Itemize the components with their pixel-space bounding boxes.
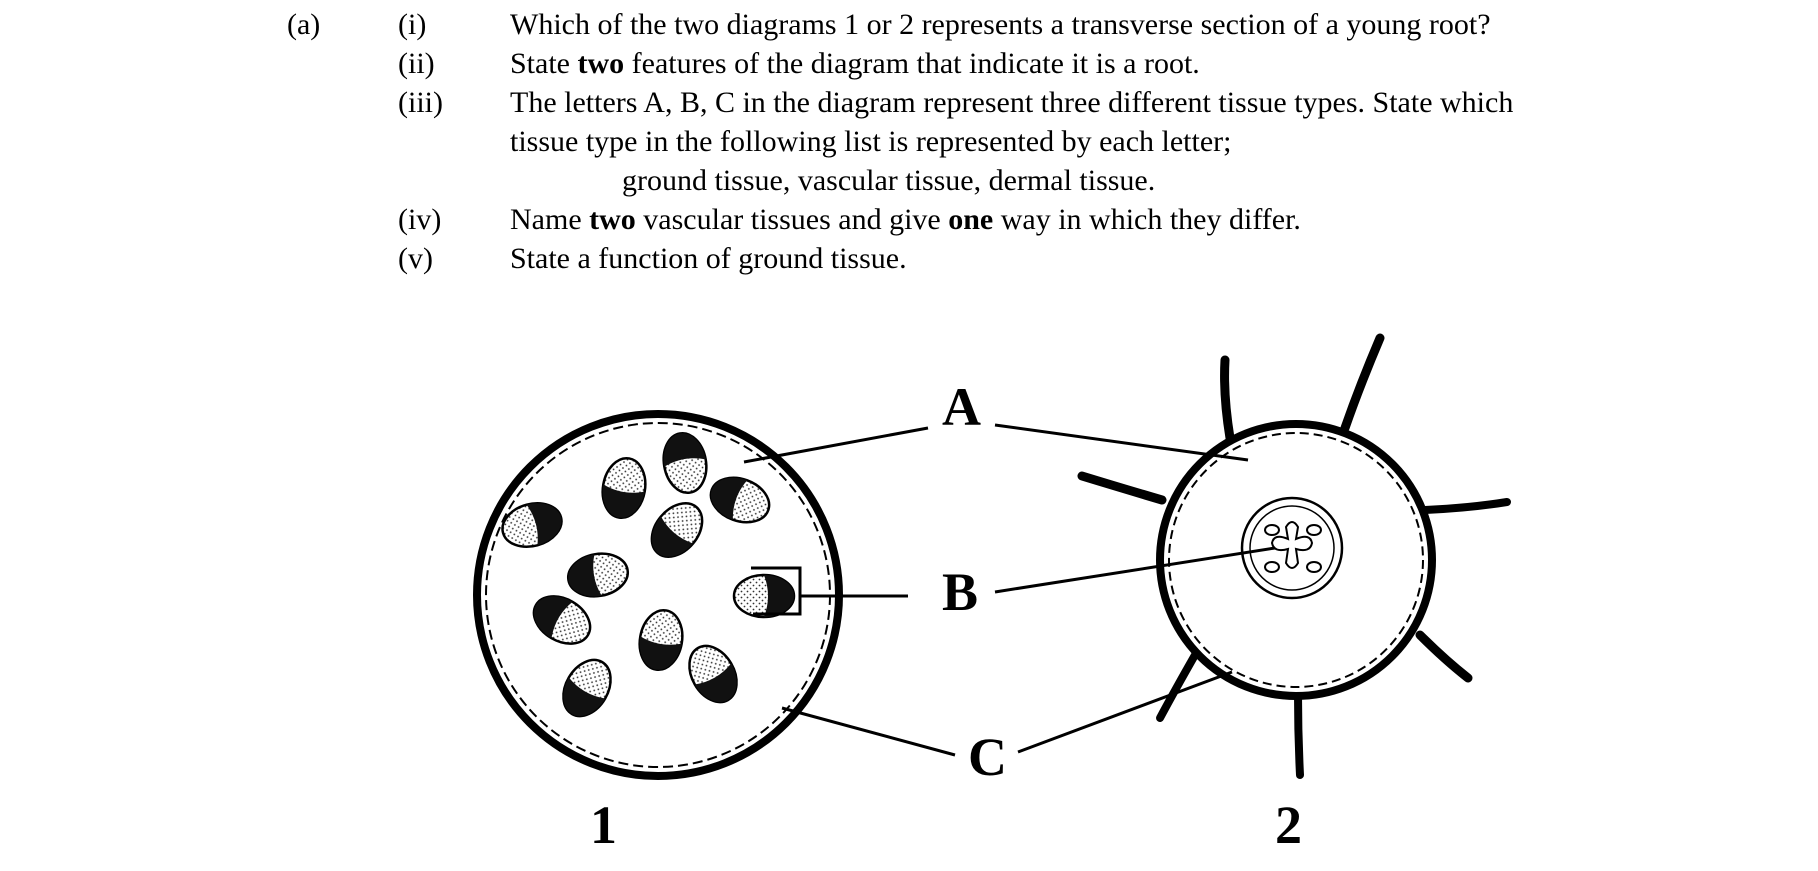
label-c: C [968,727,1007,787]
question-text-iii-line1: The letters A, B, C in the diagram repre… [510,86,1514,119]
stele-outer [1240,496,1344,600]
vascular-bundle [638,608,684,672]
root-stem-diagrams: A B C 1 2 [440,318,1520,863]
label-a: A [942,377,981,437]
vascular-bundles [501,431,796,718]
question-number-ii: (ii) [398,47,435,80]
leader-c-to-diagram-2 [1017,670,1233,754]
xylem-cross [1264,521,1322,573]
stele-inner [1249,505,1335,591]
question-number-v: (v) [398,242,433,275]
diagram-1-stem-section [473,410,843,780]
question-number-iv: (iv) [398,203,442,236]
question-text-v: State a function of ground tissue. [510,242,907,275]
leader-b-to-diagram-2 [994,546,1276,594]
vascular-bundle [650,502,704,558]
leader-lines [743,423,1276,757]
vascular-bundle [601,456,647,520]
leader-a-to-diagram-2 [994,423,1249,462]
diagram-2-root-section [1077,333,1511,779]
root-hairs [1077,333,1511,779]
diagram-number-2: 2 [1275,795,1302,855]
leader-c-to-diagram-1 [781,706,956,757]
leader-a-to-diagram-1 [743,426,929,464]
tissue-list: ground tissue, vascular tissue, dermal t… [622,164,1156,197]
question-number-i: (i) [398,8,427,41]
vascular-bundle [709,476,771,524]
vascular-bundle [662,431,708,495]
vascular-bundle [562,658,612,718]
vascular-bundle [532,595,592,645]
vascular-bundle [688,644,738,704]
question-text-ii: State two features of the diagram that i… [510,47,1200,80]
question-text-i: Which of the two diagrams 1 or 2 represe… [510,8,1491,41]
vascular-bundle [501,502,563,548]
part-label: (a) [287,8,321,41]
root-cortex-ring [1168,432,1424,688]
question-number-iii: (iii) [398,86,443,119]
question-text-iv: Name two vascular tissues and give one w… [510,203,1301,236]
question-text-iii-line2: tissue type in the following list is rep… [510,125,1232,158]
bundle-highlight-box [751,566,802,616]
vascular-bundle [732,573,796,619]
vascular-bundle [566,552,630,598]
label-b: B [942,562,978,622]
diagram-number-1: 1 [590,795,617,855]
